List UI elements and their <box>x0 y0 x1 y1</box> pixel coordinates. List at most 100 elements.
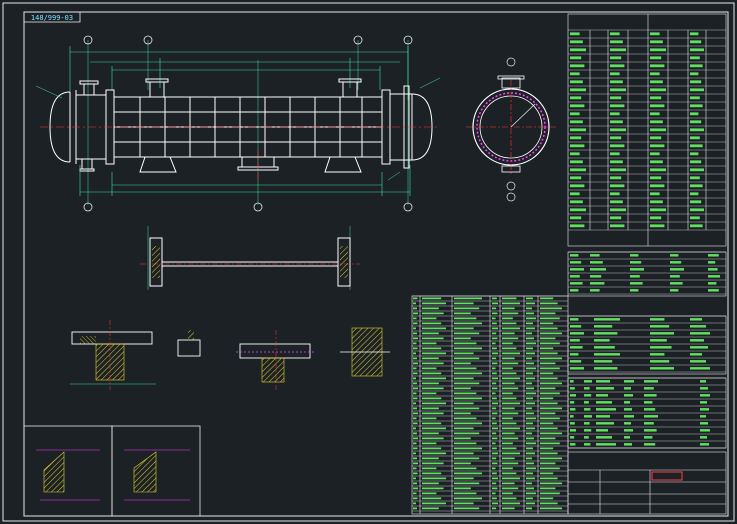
nozzle-row-text-mark <box>700 436 707 439</box>
tech-row-text-mark <box>650 200 663 204</box>
parts-row-text-mark <box>422 442 437 445</box>
test-row-text-mark <box>670 275 680 278</box>
parts-row-text-mark <box>422 312 444 315</box>
parts-row-text-mark <box>540 387 556 390</box>
tech-row-text-mark <box>650 176 662 180</box>
parts-row-text-mark <box>502 382 515 385</box>
tech-row-text-mark <box>690 104 703 108</box>
parts-row-text-mark <box>422 482 439 485</box>
nozzle-row-text-mark <box>644 401 653 404</box>
tech-row-text-mark <box>610 104 625 108</box>
mat-row-text-mark <box>690 332 710 335</box>
parts-row-text-mark <box>502 302 520 305</box>
parts-row-text-mark <box>540 487 556 490</box>
parts-row-text-mark <box>492 362 498 365</box>
parts-row-text-mark <box>422 467 437 470</box>
parts-row-text-mark <box>413 312 418 315</box>
parts-row-text-mark <box>526 317 536 320</box>
tech-row-text-mark <box>570 96 582 100</box>
parts-row-text-mark <box>526 437 534 440</box>
nozzle-row-text-mark <box>570 443 576 446</box>
parts-row-text-mark <box>422 337 444 340</box>
nozzle-row-text-mark <box>570 380 574 383</box>
tech-row-text-mark <box>650 208 666 212</box>
parts-row-text-mark <box>492 412 498 415</box>
tech-row-text-mark <box>690 96 700 100</box>
test-row-text-mark <box>670 261 682 264</box>
tech-row-text-mark <box>650 184 665 188</box>
parts-row-text-mark <box>540 417 560 420</box>
nozzle-row-text-mark <box>700 387 708 390</box>
parts-row-text-mark <box>492 477 498 480</box>
mat-row-text-mark <box>594 367 618 370</box>
parts-row-text-mark <box>413 482 417 485</box>
top-dimension-chains <box>69 46 409 100</box>
parts-row-text-mark <box>492 387 498 390</box>
parts-row-text-mark <box>502 432 515 435</box>
axis-bubbles <box>83 35 413 212</box>
parts-row-text-mark <box>502 502 520 505</box>
parts-row-text-mark <box>502 357 515 360</box>
leader-lines <box>35 77 441 181</box>
parts-row-text-mark <box>422 352 446 355</box>
tech-row-text-mark <box>570 112 580 116</box>
parts-row-text-mark <box>422 502 446 505</box>
parts-row-text-mark <box>540 462 556 465</box>
parts-row-text-mark <box>540 437 556 440</box>
parts-row-text-mark <box>540 297 554 300</box>
parts-row-text-mark <box>502 462 519 465</box>
parts-row-text-mark <box>422 477 446 480</box>
test-row-text-mark <box>570 261 582 264</box>
nozzle-row-text-mark <box>584 380 592 383</box>
parts-row-text-mark <box>526 497 533 500</box>
parts-row-text-mark <box>422 307 439 310</box>
parts-row-text-mark <box>526 492 536 495</box>
parts-row-text-mark <box>413 447 418 450</box>
tech-row-text-mark <box>610 192 620 196</box>
mat-row-text-mark <box>594 360 613 363</box>
parts-row-text-mark <box>502 487 519 490</box>
parts-row-text-mark <box>492 462 498 465</box>
tech-row-text-mark <box>610 32 620 36</box>
mat-row-text-mark <box>650 318 665 321</box>
parts-row-text-mark <box>492 327 498 330</box>
parts-row-text-mark <box>540 397 554 400</box>
tech-row-text-mark <box>610 136 622 140</box>
parts-row-text-mark <box>422 297 442 300</box>
mat-row-text-mark <box>570 367 584 370</box>
parts-row-text-mark <box>502 472 517 475</box>
mat-row-text-mark <box>650 360 670 363</box>
test-row-text-mark <box>708 268 718 271</box>
tech-row-text-mark <box>610 40 623 44</box>
tech-row-text-mark <box>650 96 662 100</box>
parts-row-text-mark <box>413 337 418 340</box>
parts-row-text-mark <box>502 312 519 315</box>
parts-row-text-mark <box>454 482 480 485</box>
parts-row-text-mark <box>422 462 444 465</box>
parts-row-text-mark <box>454 492 477 495</box>
parts-row-text-mark <box>454 477 474 480</box>
weld-detail-box-2 <box>111 425 201 517</box>
tech-row-text-mark <box>690 144 703 148</box>
tech-row-text-mark <box>650 56 662 60</box>
parts-row-text-mark <box>526 422 533 425</box>
parts-row-text-mark <box>413 327 416 330</box>
tech-row-text-mark <box>610 184 625 188</box>
tech-row-text-mark <box>650 128 666 132</box>
parts-row-text-mark <box>526 382 532 385</box>
tech-row-text-mark <box>650 48 666 52</box>
nozzle-row-text-mark <box>596 394 608 397</box>
parts-row-text-mark <box>454 457 480 460</box>
parts-row-text-mark <box>526 407 532 410</box>
axis-grid-lines <box>87 40 409 205</box>
tech-row-text-mark <box>610 80 623 84</box>
parts-row-text-mark <box>526 412 534 415</box>
test-row-text-mark <box>590 261 603 264</box>
axis-bubble <box>353 35 363 45</box>
parts-row-text-mark <box>526 507 532 510</box>
nozzle-row-text-mark <box>624 415 634 418</box>
parts-row-text-mark <box>502 407 515 410</box>
tech-row-text-mark <box>650 216 662 220</box>
parts-row-text-mark <box>526 432 532 435</box>
parts-row-text-mark <box>492 307 497 310</box>
